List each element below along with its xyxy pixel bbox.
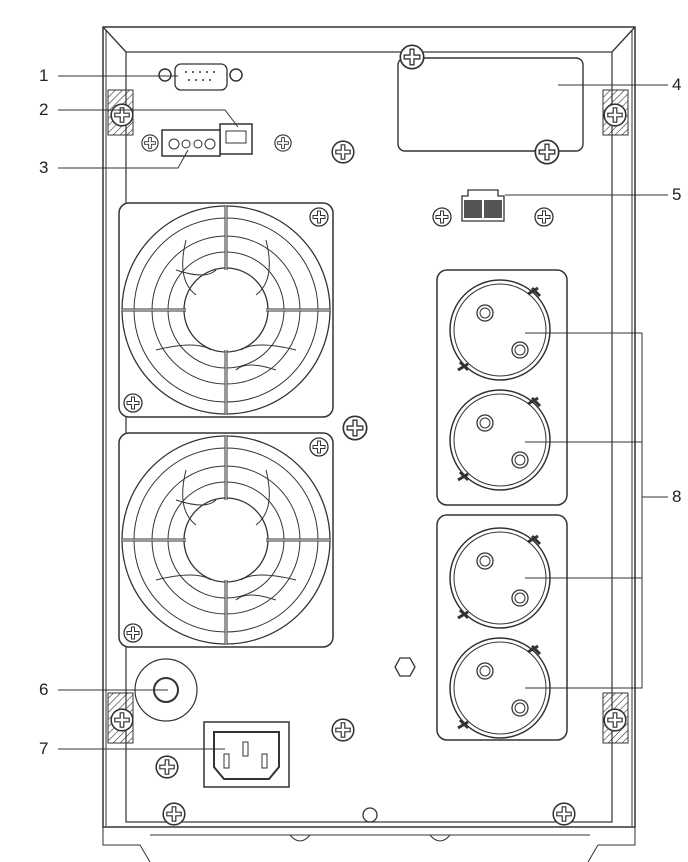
callout-3-terminal: 3 [39, 158, 49, 177]
snmp-card-slot [397, 44, 584, 165]
callout-4-slot: 4 [672, 75, 682, 94]
external-battery-connector [432, 189, 554, 227]
callout-7-inlet: 7 [39, 739, 49, 758]
epo-terminal [141, 129, 292, 157]
side-mount-brackets [107, 89, 629, 744]
rs232-port [158, 63, 243, 91]
output-sockets [436, 269, 568, 741]
callout-5-battery: 5 [672, 185, 682, 204]
usb-port [219, 123, 253, 155]
callout-1-rs232: 1 [39, 66, 49, 85]
ac-input-inlet [203, 721, 290, 788]
callout-lines [58, 75, 668, 750]
callout-6-breaker: 6 [39, 680, 49, 699]
callout-2-usb: 2 [39, 100, 49, 119]
callout-8-sockets: 8 [672, 487, 682, 506]
ground-nut [394, 657, 416, 677]
